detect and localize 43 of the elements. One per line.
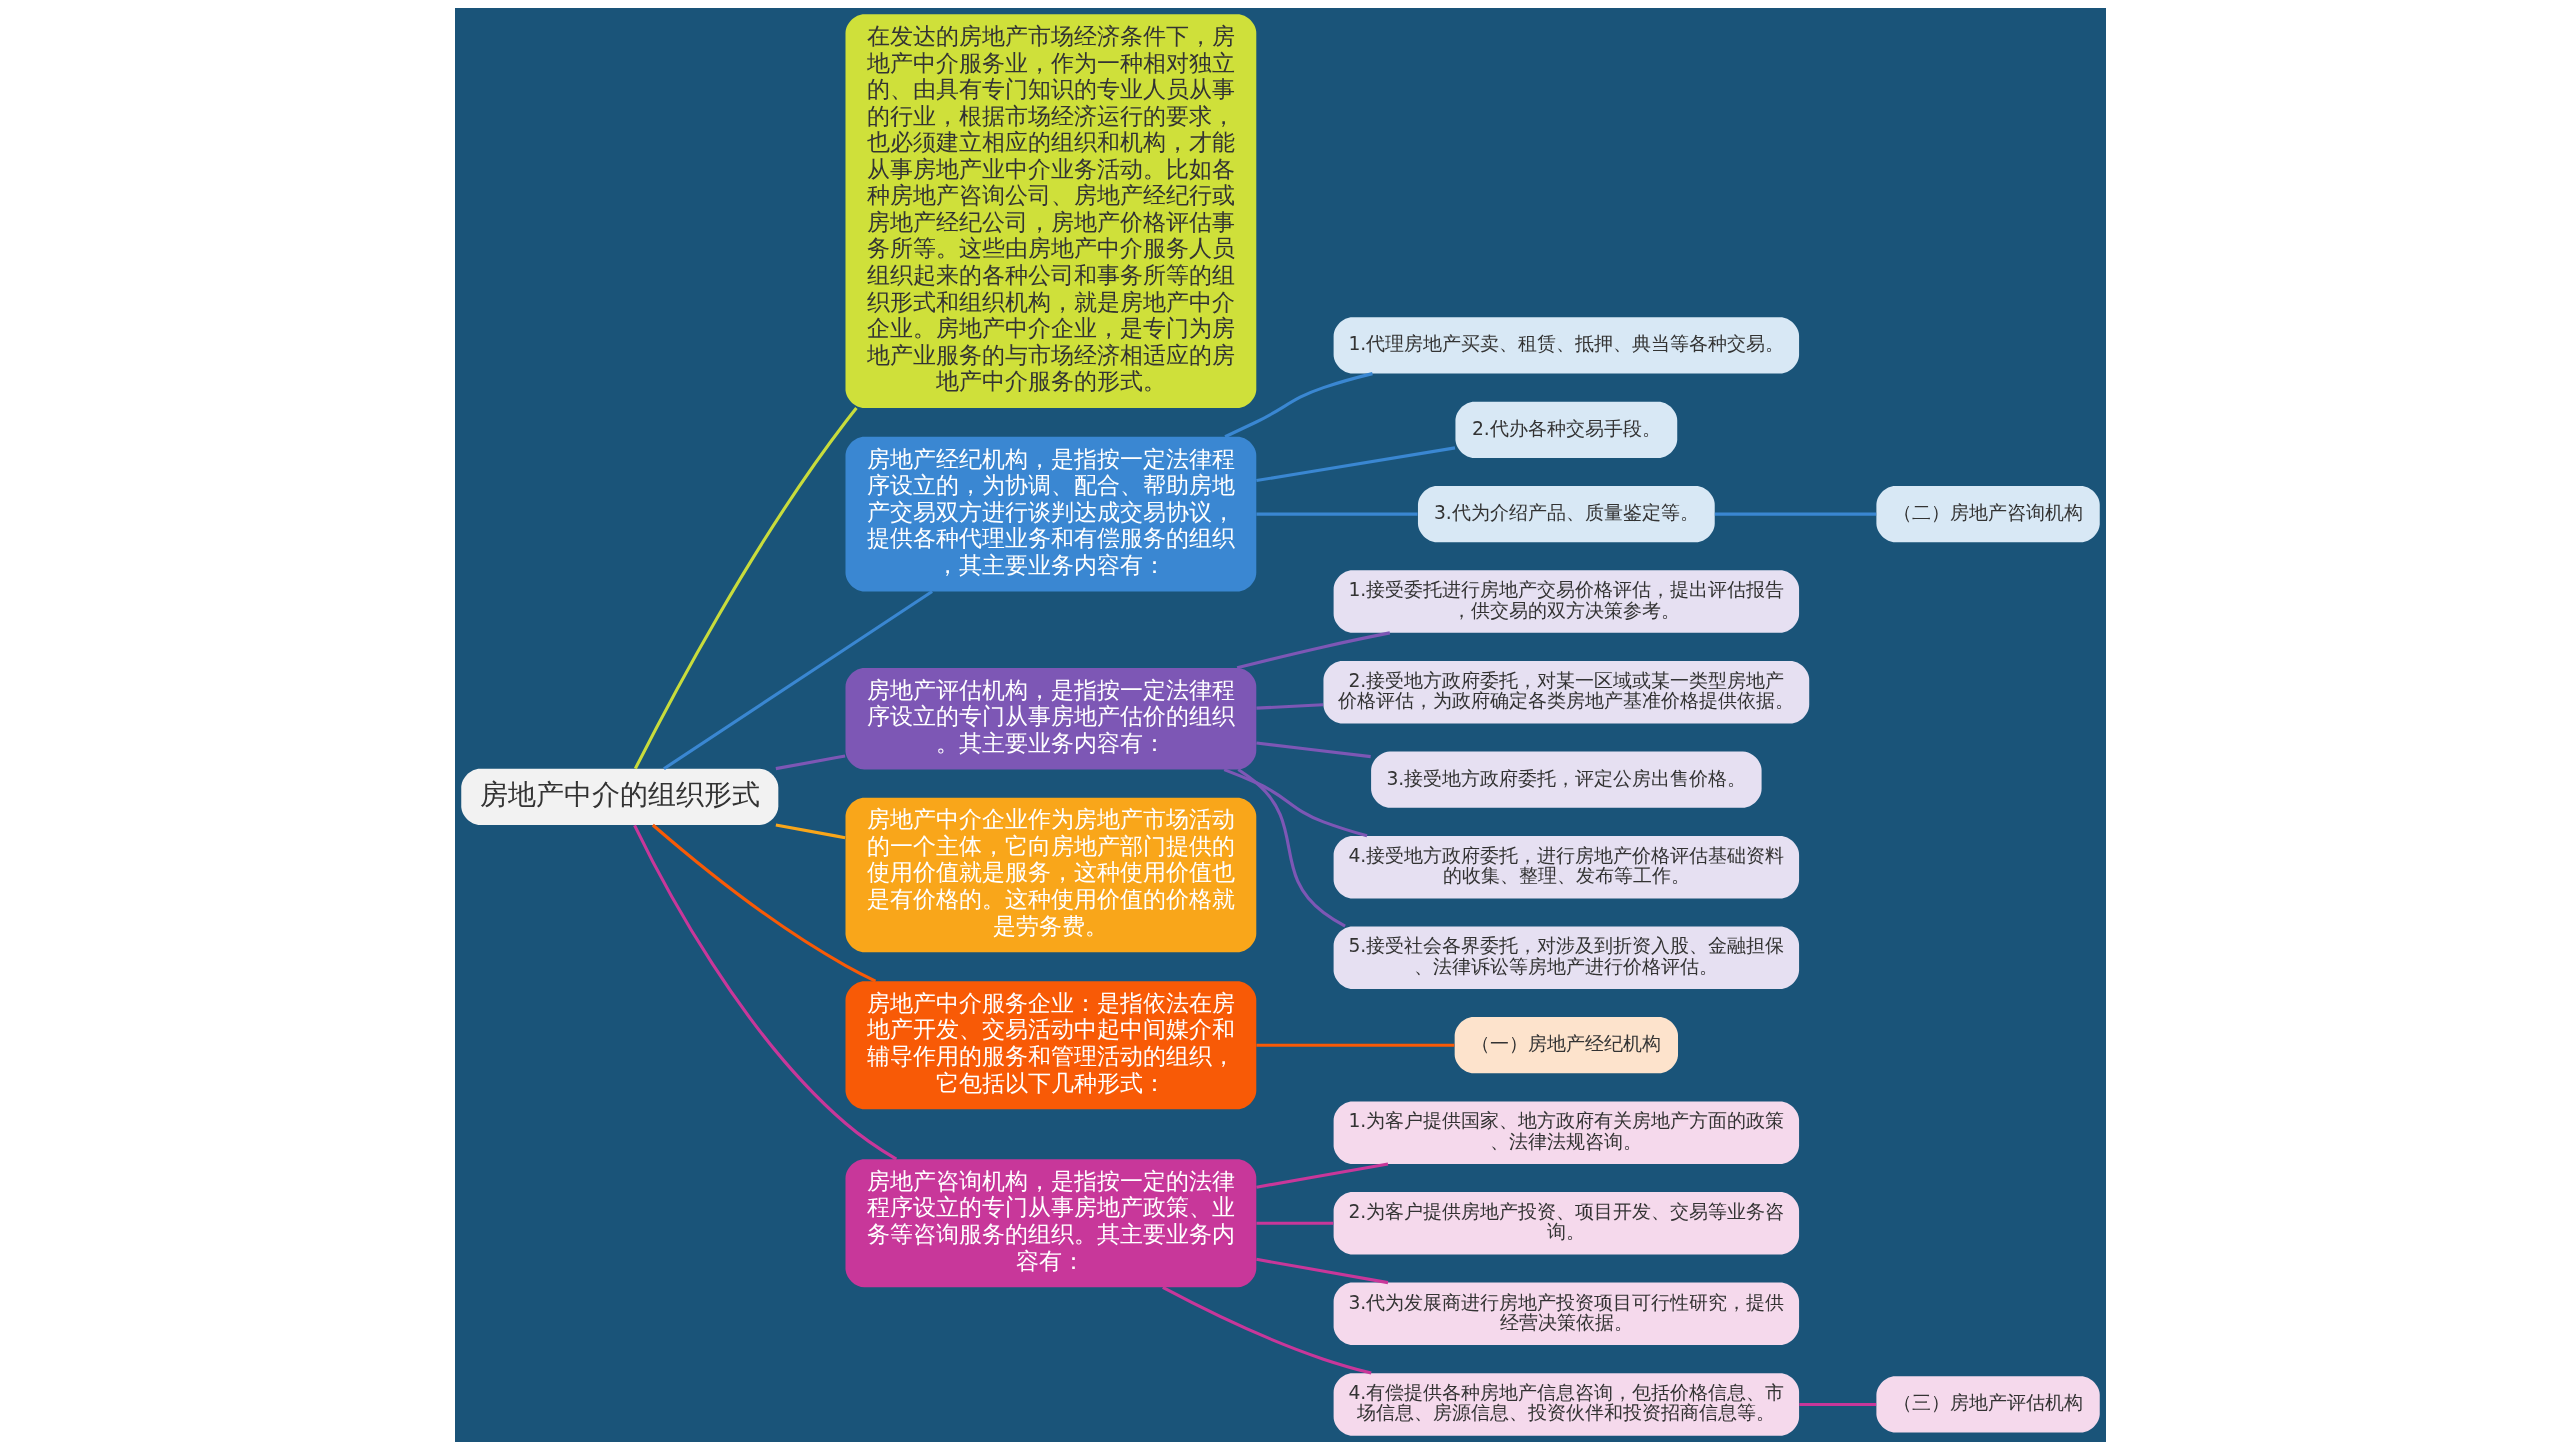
- connector: [1255, 703, 1323, 710]
- node-box: 在发达的房地产市场经济条件下，房地产中介服务业，作为一种相对独立的、由具有专门知识的专业人员从事的行业，根据市场经济运行的要求，也必须建立相应的组织和机构，才能从事房地产业中介业务活动。比如各种房地产咨询公司、房地产经纪行或房地产经纪公司，房地产价格评估事务所等。这些由房地产中介服务人员组织起来的各种公司和事务所等的组织形式和组织机构，就是房地产中介企业。房地产中介企业，是专门为房地产业服务的与市场经济相适应的房地产中介服务的形式。: [845, 14, 1256, 408]
- connector: [1255, 1221, 1333, 1225]
- node-box: 2.代办各种交易手段。: [1454, 401, 1677, 458]
- node-box: （一）房地产经纪机构: [1454, 1017, 1678, 1074]
- node-box: 房地产中介企业作为房地产市场活动的一个主体，它向房地产部门提供的使用价值就是服务，这种使用价值也是有价格的。这种使用价值的价格就是劳务费。: [845, 797, 1256, 953]
- node-box: 3.代为介绍产品、质量鉴定等。: [1417, 486, 1715, 543]
- node-box: 房地产中介的组织形式: [460, 768, 778, 825]
- connector: [1236, 768, 1346, 928]
- node-box: 4.接受地方政府委托，进行房地产价格评估基础资料的收集、整理、发布等工作。: [1333, 835, 1799, 899]
- node-box: 3.接受地方政府委托，评定公房出售价格。: [1370, 751, 1762, 808]
- connector: [1714, 512, 1876, 516]
- node-box: 2.接受地方政府委托，对某一区域或某一类型房地产价格评估，为政府确定各类房地产基准价格提供依据。: [1322, 660, 1809, 724]
- node-box: （三）房地产评估机构: [1875, 1376, 2100, 1433]
- node-box: （二）房地产咨询机构: [1875, 486, 2100, 543]
- connector: [1236, 631, 1390, 670]
- connector: [1223, 372, 1373, 439]
- connector: [633, 407, 858, 770]
- connector: [775, 823, 845, 840]
- node-box: 2.为客户提供房地产投资、项目开发、交易等业务咨询。: [1333, 1192, 1799, 1255]
- node-box: 房地产中介服务企业：是指依法在房地产开发、交易活动中起中间媒介和辅导作用的服务和管理活动的组织，它包括以下几种形式：: [845, 981, 1256, 1110]
- node-box: 3.代为发展商进行房地产投资项目可行性研究，提供经营决策依据。: [1333, 1282, 1799, 1346]
- connector: [1255, 1043, 1454, 1047]
- node-box: 房地产评估机构，是指按一定法律程序设立的专门从事房地产估价的组织。其主要业务内容有：: [845, 668, 1256, 770]
- connector: [651, 823, 876, 983]
- node-box: 房地产经纪机构，是指按一定法律程序设立的，为协调、配合、帮助房地产交易双方进行谈判达成交易协议，提供各种代理业务和有偿服务的组织，其主要业务内容有：: [845, 436, 1256, 592]
- connector: [1223, 768, 1367, 838]
- node-box: 1.代理房地产买卖、租赁、抵押、典当等各种交易。: [1333, 317, 1799, 374]
- connector: [1798, 1402, 1876, 1406]
- node-box: 5.接受社会各界委托，对涉及到折资入股、金融担保、法律诉讼等房地产进行价格评估。: [1333, 926, 1799, 989]
- node-box: 1.为客户提供国家、地方政府有关房地产方面的政策、法律法规咨询。: [1333, 1101, 1799, 1164]
- node-box: 4.有偿提供各种房地产信息咨询，包括价格信息、市场信息、房源信息、投资伙伴和投资招商信息等。: [1333, 1373, 1799, 1436]
- node-box: 1.接受委托进行房地产交易价格评估，提出评估报告，供交易的双方决策参考。: [1333, 570, 1799, 633]
- connector: [632, 824, 897, 1161]
- connector: [1255, 446, 1455, 483]
- connector: [1255, 1257, 1388, 1285]
- connector: [1255, 741, 1371, 759]
- connector: [1255, 1162, 1388, 1189]
- connector: [1255, 512, 1418, 516]
- connector: [662, 590, 933, 770]
- node-box: 房地产咨询机构，是指按一定的法律程序设立的专门从事房地产政策、业务等咨询服务的组织。其主要业务内容有：: [845, 1159, 1256, 1288]
- connector: [1161, 1286, 1372, 1375]
- connector: [775, 754, 845, 771]
